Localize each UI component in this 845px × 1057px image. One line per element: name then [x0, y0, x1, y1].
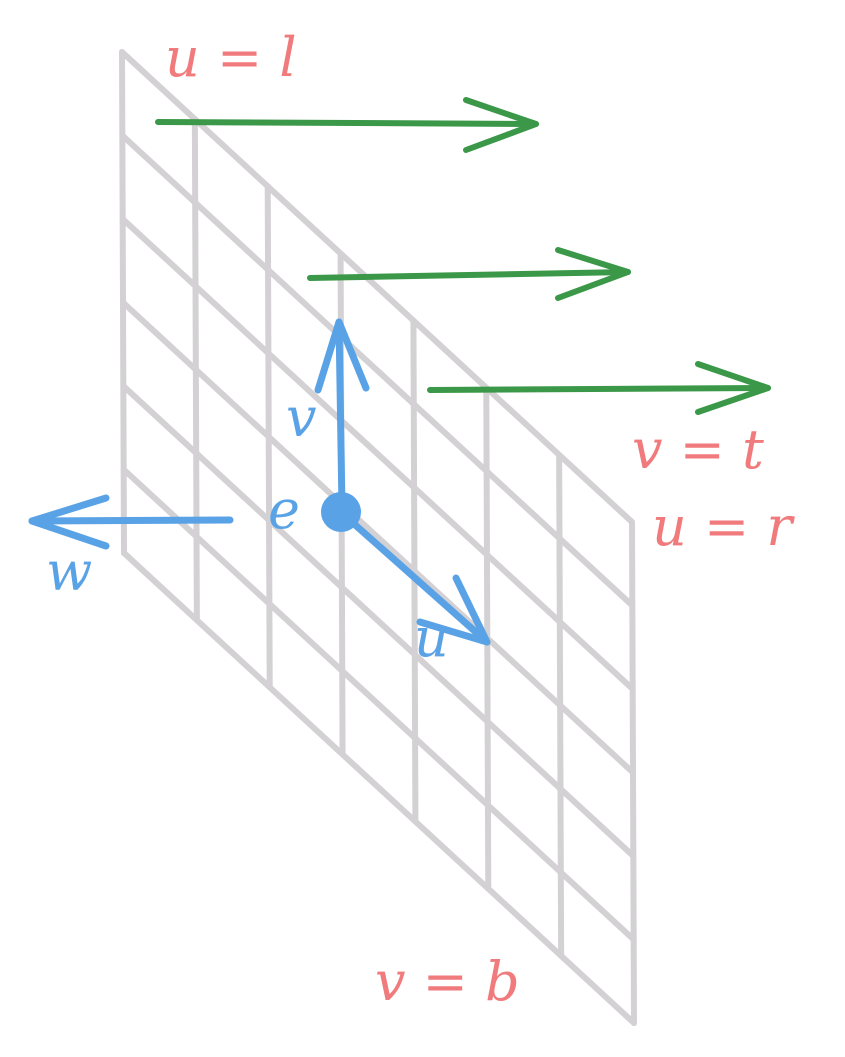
axis-w-arrow: [28, 494, 234, 550]
label-axis-w: w: [46, 540, 92, 603]
grid-line-diagonal: [121, 550, 637, 1026]
arrow-head-icon: [416, 574, 491, 646]
view-rays: [155, 97, 771, 415]
grid-line-diagonal: [120, 299, 636, 776]
grid-line-diagonal: [119, 132, 636, 609]
origin-point: [321, 492, 361, 532]
grid-line-diagonal: [119, 49, 635, 525]
label-axis-u: u: [414, 606, 449, 669]
label-origin-e: e: [268, 478, 300, 541]
axis-shaft: [335, 318, 346, 512]
grid-line-diagonal: [119, 216, 636, 692]
view-ray-middle: [307, 247, 631, 301]
axis-shaft: [340, 511, 491, 646]
ray-shaft: [427, 385, 771, 393]
arrow-head-icon: [28, 494, 110, 550]
axis-v-arrow: [314, 318, 370, 512]
view-ray-top: [155, 97, 539, 153]
axis-u-arrow: [340, 511, 491, 646]
label-u-equals-r: u = r: [652, 495, 795, 558]
ray-shaft: [155, 119, 539, 127]
label-v-equals-b: v = b: [375, 950, 520, 1013]
arrow-head-icon: [463, 97, 539, 153]
axis-shaft: [28, 516, 234, 525]
ray-shaft: [307, 269, 631, 281]
camera-frame-axes: [28, 318, 491, 646]
label-axis-v: v: [286, 386, 317, 449]
label-u-equals-l: u = l: [165, 26, 297, 89]
grid-line-diagonal: [120, 383, 637, 859]
view-ray-bottom: [427, 361, 771, 415]
label-v-equals-t: v = t: [632, 418, 764, 481]
arrow-head-icon: [695, 361, 771, 415]
image-plane-grid: [119, 49, 637, 1026]
arrow-head-icon: [555, 247, 631, 301]
grid-line-diagonal: [120, 466, 637, 943]
arrow-head-icon: [314, 318, 370, 394]
